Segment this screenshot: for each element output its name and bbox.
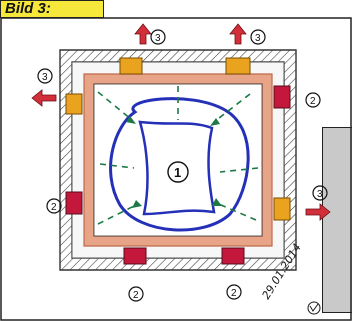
arrow-left — [32, 90, 56, 106]
arrow-right — [306, 204, 330, 220]
bottom-right-red-block — [222, 248, 244, 264]
zone-3-label-top-left: 3 — [155, 33, 161, 44]
top-right-orange-block — [226, 58, 250, 74]
right-upper-red-block — [274, 86, 290, 108]
zone-3-label-top-right: 3 — [255, 33, 261, 44]
zone-2-label-right: 2 — [310, 96, 316, 107]
top-left-orange-block — [120, 58, 142, 74]
left-upper-orange-block — [66, 94, 82, 114]
zone-3-label-left: 3 — [42, 72, 48, 83]
zone-2-label-bottom-right: 2 — [231, 288, 237, 299]
zone-2-label-left: 2 — [51, 202, 57, 213]
zone-2-label-bottom-left: 2 — [133, 290, 139, 301]
zone-1-label: 1 — [174, 165, 181, 180]
zone-3-label-right: 3 — [317, 189, 323, 200]
arrow-up-left — [135, 24, 151, 44]
signature-mark — [308, 302, 320, 314]
right-lower-orange-block — [274, 198, 290, 220]
bottom-left-red-block — [124, 248, 146, 264]
left-lower-red-block — [66, 192, 82, 214]
arrow-up-right — [230, 24, 246, 44]
